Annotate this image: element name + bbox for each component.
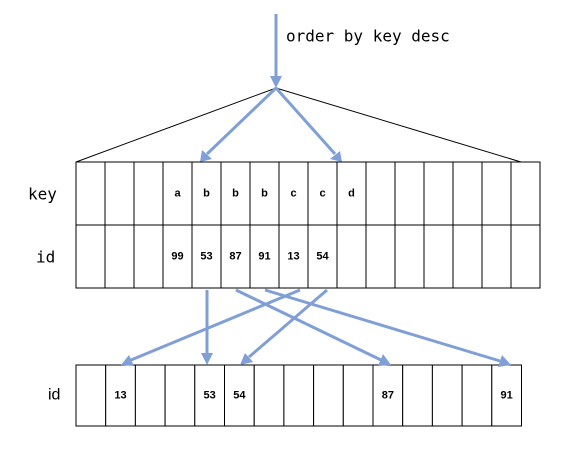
index-key-cell <box>452 161 483 226</box>
index-id-value: 91 <box>258 251 270 263</box>
table-id-value: 53 <box>204 390 216 402</box>
table-id-value: 91 <box>501 390 513 402</box>
order-by-caption: order by key desc <box>286 27 450 46</box>
index-id-cell <box>336 224 367 289</box>
table-id-cell <box>164 364 196 427</box>
root-to-b-arrowhead <box>200 150 212 162</box>
root-to-c-arrowhead <box>330 151 342 162</box>
table-id-cell <box>402 364 433 427</box>
table-id-value: 13 <box>114 390 126 402</box>
index-key-cell <box>336 161 367 226</box>
index-id-cell <box>365 224 396 289</box>
root-to-b-arrow <box>205 86 278 156</box>
table-id-cell <box>342 364 374 427</box>
table-id-cell <box>491 364 522 427</box>
index-id-cell <box>481 224 512 289</box>
index-id-cell <box>162 224 193 289</box>
index-id-cell <box>394 224 425 289</box>
index-id-cell <box>191 224 222 289</box>
lookup-arrowhead-87 <box>498 355 511 367</box>
table-id-cell <box>194 364 226 427</box>
order-flow-arrowhead <box>270 76 282 88</box>
table-id-cell <box>105 364 136 427</box>
table-id-cell <box>224 364 255 427</box>
index-key-cell <box>133 161 164 226</box>
index-key-cell <box>481 161 512 226</box>
lookup-arrow-87 <box>264 288 501 363</box>
index-id-value: 54 <box>316 251 329 263</box>
index-id-cell <box>278 224 309 289</box>
index-id-cell <box>104 224 135 289</box>
lookup-arrowhead-99 <box>201 353 213 365</box>
index-key-cell <box>423 161 454 226</box>
table-id-row: 13 53 54 87 91 <box>75 364 522 427</box>
table-id-cell <box>253 364 285 427</box>
table-id-row-label: id <box>48 387 60 404</box>
lookup-arrow-91 <box>130 288 301 362</box>
table-id-cell <box>461 364 493 427</box>
index-key-row-label: key <box>28 185 57 204</box>
index-key-value: c <box>319 188 325 200</box>
index-id-cell <box>510 224 541 289</box>
lookup-arrowhead-91 <box>121 355 134 366</box>
lookup-arrow-13 <box>248 288 328 359</box>
table-id-value: 87 <box>382 390 394 402</box>
index-id-cell <box>423 224 454 289</box>
index-id-cell <box>133 224 164 289</box>
index-key-value: b <box>261 188 268 200</box>
index-key-value: a <box>174 188 181 200</box>
index-key-cell <box>104 161 135 226</box>
table-id-cell <box>431 364 463 427</box>
table-id-cell <box>283 364 315 427</box>
index-key-value: d <box>348 188 355 200</box>
index-key-value: b <box>232 188 239 200</box>
index-key-cell <box>191 161 222 226</box>
index-id-cell <box>75 224 106 289</box>
lookup-arrowhead-53 <box>378 354 391 366</box>
index-id-value: 87 <box>229 251 241 263</box>
index-key-value: c <box>290 188 296 200</box>
lookup-arrow-53 <box>235 288 382 362</box>
index-id-value: 53 <box>200 251 212 263</box>
index-id-value: 13 <box>287 251 299 263</box>
index-id-row: 99 53 87 91 13 54 <box>75 224 541 289</box>
index-key-cell <box>162 161 193 226</box>
lookup-arrowhead-13 <box>240 353 253 365</box>
index-key-cell <box>365 161 396 226</box>
index-id-cell <box>307 224 338 289</box>
index-id-value: 99 <box>171 251 183 263</box>
table-id-cell <box>134 364 166 427</box>
index-key-cell <box>75 161 106 226</box>
index-key-cell <box>510 161 541 226</box>
index-key-cell <box>394 161 425 226</box>
index-id-row-label: id <box>36 248 55 267</box>
index-id-cell <box>452 224 483 289</box>
table-id-cell <box>75 364 107 427</box>
root-to-c-arrow <box>274 87 337 155</box>
index-key-value: b <box>203 188 210 200</box>
table-id-value: 54 <box>233 390 246 402</box>
btree-triangle <box>75 87 522 163</box>
index-id-cell <box>220 224 251 289</box>
table-id-cell <box>313 364 344 427</box>
